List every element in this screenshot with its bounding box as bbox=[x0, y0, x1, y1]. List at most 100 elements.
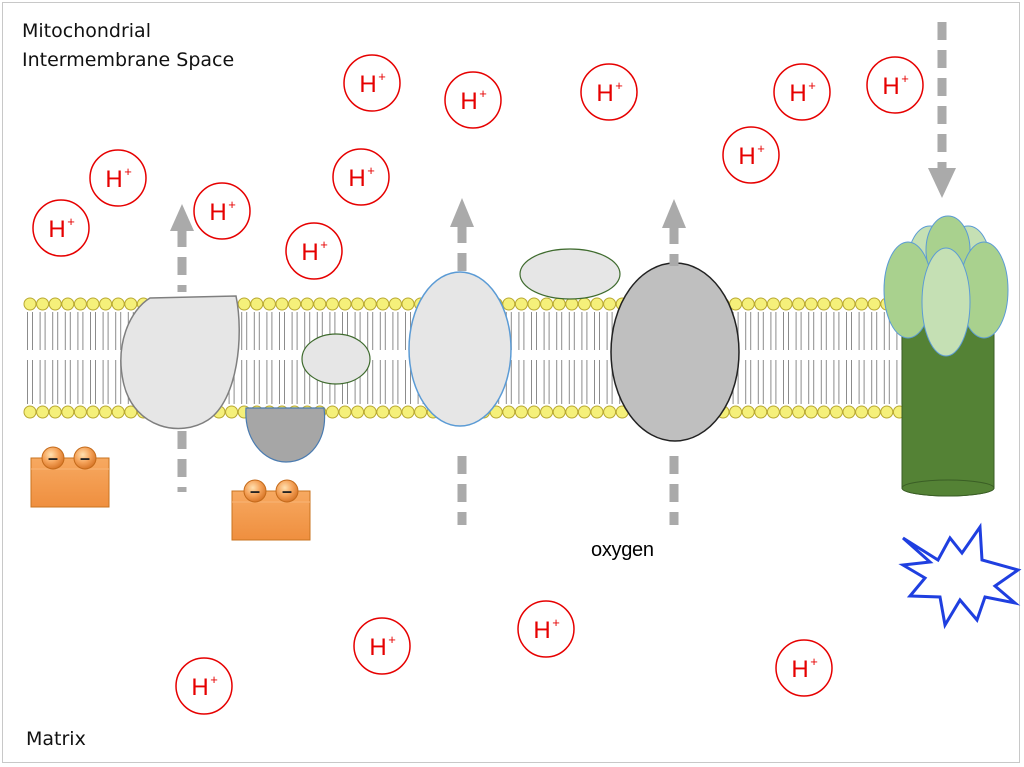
lipid-head bbox=[237, 297, 251, 311]
lipid-head bbox=[603, 297, 617, 311]
lipid-head bbox=[804, 297, 818, 311]
lipid-head bbox=[124, 405, 138, 419]
lipid-head bbox=[61, 405, 75, 419]
lipid-head bbox=[590, 405, 604, 419]
lipid-head bbox=[817, 297, 831, 311]
lipid-head bbox=[111, 297, 125, 311]
hydrogen-ion: H+ bbox=[580, 63, 638, 121]
hydrogen-ion-symbol: H bbox=[209, 199, 226, 226]
electron-carrier-1: – – bbox=[30, 446, 110, 508]
electron-icon bbox=[275, 479, 299, 503]
lipid-head bbox=[363, 297, 377, 311]
proton-arrow-head bbox=[662, 199, 686, 228]
lipid-head bbox=[552, 405, 566, 419]
lipid-head bbox=[817, 405, 831, 419]
lipid-head bbox=[111, 405, 125, 419]
lipid-head bbox=[514, 297, 528, 311]
lipid-head bbox=[766, 405, 780, 419]
lipid-head bbox=[275, 297, 289, 311]
lipid-head bbox=[351, 297, 365, 311]
hydrogen-ion-charge: + bbox=[388, 632, 396, 647]
ubiquinone-carrier bbox=[301, 333, 371, 385]
hydrogen-ion-charge: + bbox=[810, 654, 818, 669]
lipid-head bbox=[388, 405, 402, 419]
lipid-head bbox=[552, 297, 566, 311]
hydrogen-ion: H+ bbox=[444, 71, 502, 129]
electron-icon bbox=[243, 479, 267, 503]
hydrogen-ion-charge: + bbox=[552, 615, 560, 630]
lipid-head bbox=[577, 297, 591, 311]
lipid-head bbox=[867, 297, 881, 311]
lipid-head bbox=[401, 297, 415, 311]
complex-ii-protein bbox=[245, 407, 326, 463]
lipid-head bbox=[36, 297, 50, 311]
hydrogen-ion-circle bbox=[517, 600, 575, 658]
hydrogen-ion-symbol: H bbox=[460, 88, 477, 115]
hydrogen-ion: H+ bbox=[866, 56, 924, 114]
svg-text:–: – bbox=[80, 448, 90, 468]
lipid-head bbox=[741, 405, 755, 419]
proton-pump-arrows bbox=[170, 22, 956, 525]
lipid-head bbox=[99, 297, 113, 311]
oxygen-label: oxygen bbox=[591, 539, 654, 561]
hydrogen-ion: H+ bbox=[343, 54, 401, 112]
proton-arrow-head bbox=[170, 204, 194, 231]
lipid-head bbox=[124, 297, 138, 311]
hydrogen-ion: H+ bbox=[773, 63, 831, 121]
lipid-head bbox=[855, 405, 869, 419]
hydrogen-ion-symbol: H bbox=[791, 656, 808, 683]
hydrogen-ion: H+ bbox=[722, 126, 780, 184]
lipid-head bbox=[867, 405, 881, 419]
hydrogen-ion-symbol: H bbox=[369, 634, 386, 661]
lipid-head bbox=[250, 297, 264, 311]
lipid-head bbox=[86, 297, 100, 311]
hydrogen-ion: H+ bbox=[193, 182, 251, 240]
hydrogen-ion: H+ bbox=[775, 639, 833, 697]
lipid-head bbox=[779, 405, 793, 419]
lipid-head bbox=[880, 405, 894, 419]
svg-text:–: – bbox=[250, 481, 260, 501]
hydrogen-ion-symbol: H bbox=[359, 71, 376, 98]
hydrogen-ion-circle bbox=[444, 71, 502, 129]
svg-text:–: – bbox=[282, 481, 292, 501]
hydrogen-ion: H+ bbox=[89, 149, 147, 207]
lipid-head bbox=[376, 405, 390, 419]
lipid-head bbox=[338, 297, 352, 311]
lipid-head bbox=[754, 297, 768, 311]
lipid-head bbox=[73, 297, 87, 311]
hydrogen-ion-charge: + bbox=[210, 672, 218, 687]
cytochrome-c-carrier bbox=[519, 248, 621, 300]
lipid-head bbox=[754, 405, 768, 419]
lipid-head bbox=[300, 297, 314, 311]
hydrogen-ion-circle bbox=[175, 657, 233, 715]
hydrogen-ion-symbol: H bbox=[191, 674, 208, 701]
hydrogen-ion-symbol: H bbox=[348, 165, 365, 192]
hydrogen-ion-symbol: H bbox=[48, 216, 65, 243]
lipid-head bbox=[829, 405, 843, 419]
hydrogen-ion: H+ bbox=[517, 600, 575, 658]
hydrogen-ion-charge: + bbox=[320, 237, 328, 252]
hydrogen-ion-charge: + bbox=[228, 197, 236, 212]
hydrogen-ion-charge: + bbox=[901, 71, 909, 86]
lipid-head bbox=[23, 297, 37, 311]
hydrogen-ion-circle bbox=[285, 222, 343, 280]
lipid-head bbox=[23, 405, 37, 419]
lipid-head bbox=[325, 297, 339, 311]
electron-carrier-2: – – bbox=[231, 479, 311, 541]
atp-synthase-subunit bbox=[921, 247, 971, 357]
hydrogen-ion-symbol: H bbox=[105, 166, 122, 193]
lipid-head bbox=[99, 405, 113, 419]
hydrogen-ion: H+ bbox=[175, 657, 233, 715]
complex-i-protein bbox=[120, 295, 240, 430]
hydrogen-ion-circle bbox=[332, 148, 390, 206]
lipid-head bbox=[36, 405, 50, 419]
lipid-head bbox=[502, 405, 516, 419]
hydrogen-ion-charge: + bbox=[67, 214, 75, 229]
hydrogen-ion-symbol: H bbox=[301, 239, 318, 266]
lipid-head bbox=[590, 297, 604, 311]
lipid-head bbox=[565, 405, 579, 419]
hydrogen-ion-charge: + bbox=[479, 86, 487, 101]
lipid-head bbox=[414, 405, 428, 419]
